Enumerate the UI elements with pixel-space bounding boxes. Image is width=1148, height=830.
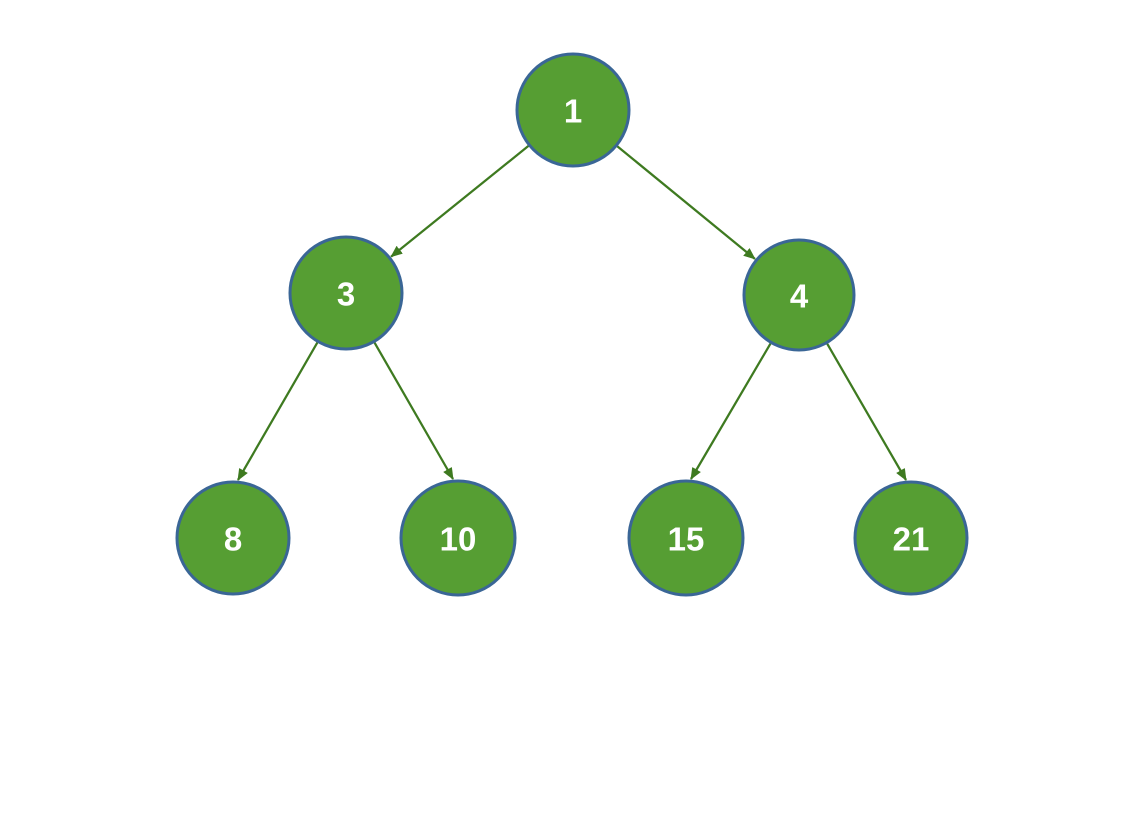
tree-node-label-10: 10 <box>440 521 477 558</box>
tree-node-label-8: 8 <box>224 521 242 558</box>
tree-node-3: 3 <box>288 235 404 351</box>
tree-node-1: 1 <box>515 52 631 168</box>
tree-node-15: 15 <box>627 479 745 597</box>
tree-node-circle-1 <box>515 52 631 168</box>
tree-node-circle-8 <box>175 480 291 596</box>
tree-node-8: 8 <box>175 480 291 596</box>
tree-edge-3-8 <box>237 341 319 481</box>
tree-node-circle-3 <box>288 235 404 351</box>
tree-node-21: 21 <box>853 480 969 596</box>
tree-node-label-3: 3 <box>337 276 355 313</box>
tree-node-label-4: 4 <box>790 278 809 315</box>
tree-node-circle-4 <box>742 238 856 352</box>
tree-node-label-21: 21 <box>893 521 930 558</box>
tree-edge-4-21 <box>826 342 907 481</box>
tree-node-circle-21 <box>853 480 969 596</box>
tree-node-label-1: 1 <box>564 93 582 130</box>
tree-node-label-15: 15 <box>668 521 705 558</box>
tree-node-circle-10 <box>399 479 517 597</box>
tree-edge-1-3 <box>390 144 530 258</box>
tree-edge-3-10 <box>373 341 454 480</box>
tree-node-10: 10 <box>399 479 517 597</box>
tree-node-circle-15 <box>627 479 745 597</box>
tree-edge-4-15 <box>690 342 772 480</box>
tree-node-4: 4 <box>742 238 856 352</box>
tree-edge-1-4 <box>616 145 756 260</box>
